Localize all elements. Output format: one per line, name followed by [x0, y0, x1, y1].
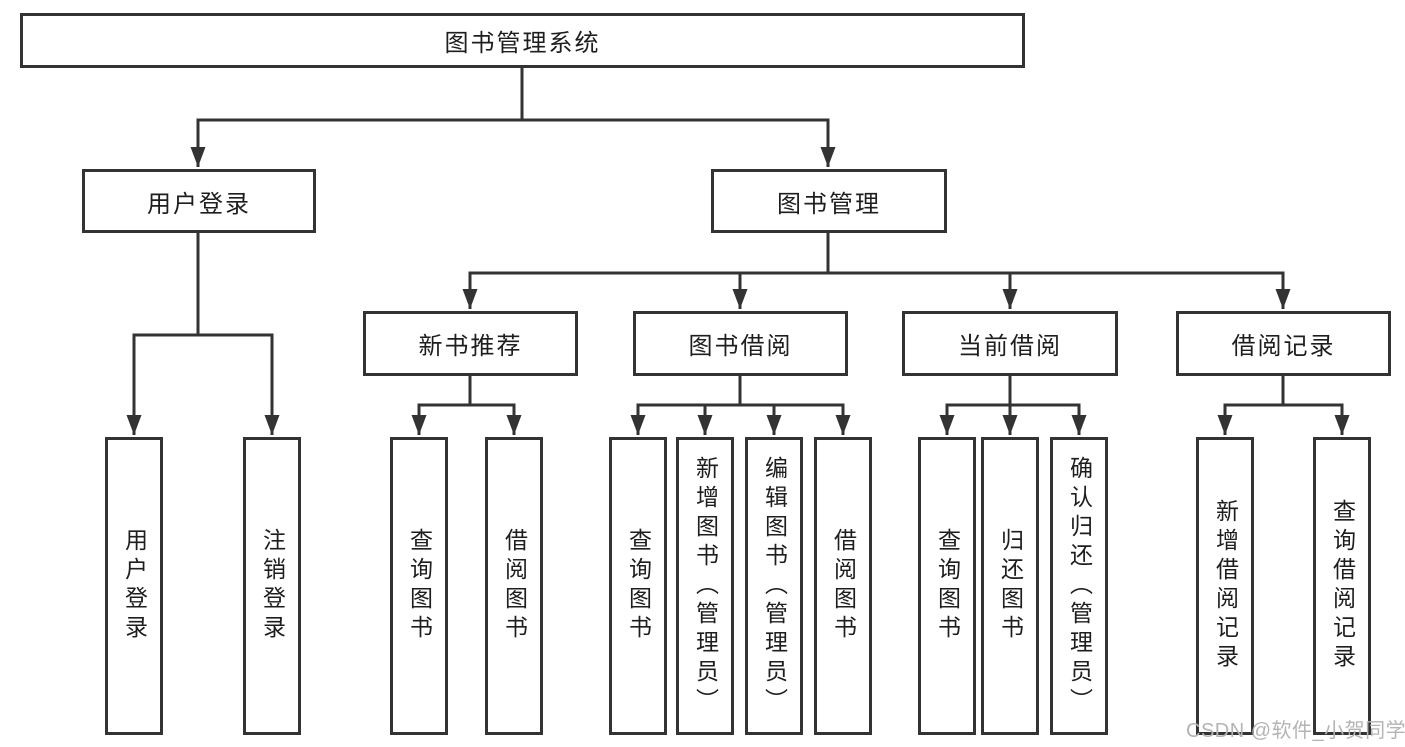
- leaf-confirm-return-admin: 确认归还（管理员）: [1050, 437, 1108, 735]
- leaf-borrow-books-2: 借阅图书: [814, 437, 872, 735]
- node-current-borrowing: 当前借阅: [902, 311, 1118, 376]
- leaf-query-books-1: 查询图书: [390, 437, 448, 735]
- leaf-label: 归还图书: [997, 528, 1024, 644]
- node-user-login: 用户登录: [82, 169, 316, 233]
- csdn-watermark: CSDN @软件_小贺同学: [1186, 720, 1405, 742]
- node-book-management: 图书管理: [711, 169, 947, 233]
- leaf-label: 查询图书: [406, 528, 433, 644]
- leaf-label: 查询图书: [625, 528, 652, 644]
- leaf-query-books-2: 查询图书: [609, 437, 667, 735]
- node-library-management-system: 图书管理系统: [20, 13, 1025, 68]
- node-borrowing-records: 借阅记录: [1176, 311, 1391, 376]
- leaf-label: 查询借阅记录: [1329, 499, 1356, 673]
- node-label: 图书管理: [777, 190, 881, 218]
- node-label: 用户登录: [147, 190, 251, 218]
- node-label: 图书借阅: [688, 333, 793, 360]
- leaf-label: 编辑图书（管理员）: [761, 455, 788, 717]
- leaf-label: 查询图书: [934, 528, 961, 644]
- leaf-logout: 注销登录: [243, 437, 301, 735]
- leaf-label: 新增借阅记录: [1212, 499, 1239, 673]
- leaf-borrow-books-1: 借阅图书: [485, 437, 543, 735]
- leaf-label: 新增图书（管理员）: [692, 455, 719, 717]
- leaf-query-books-3: 查询图书: [918, 437, 976, 735]
- leaf-user-login: 用户登录: [105, 437, 163, 735]
- leaf-query-borrow-record: 查询借阅记录: [1313, 437, 1371, 735]
- leaf-add-borrow-record: 新增借阅记录: [1196, 437, 1254, 735]
- node-new-book-recommend: 新书推荐: [363, 311, 578, 376]
- leaf-label: 借阅图书: [501, 528, 528, 644]
- leaf-label: 注销登录: [259, 528, 286, 644]
- node-label: 借阅记录: [1231, 333, 1336, 360]
- leaf-label: 用户登录: [121, 528, 148, 644]
- node-label: 图书管理系统: [444, 30, 601, 57]
- node-label: 新书推荐: [418, 333, 523, 360]
- node-book-borrowing: 图书借阅: [633, 311, 848, 376]
- node-label: 当前借阅: [958, 333, 1062, 360]
- leaf-label: 借阅图书: [830, 528, 857, 644]
- leaf-return-books: 归还图书: [981, 437, 1039, 735]
- leaf-label: 确认归还（管理员）: [1066, 455, 1093, 717]
- leaf-add-books-admin: 新增图书（管理员）: [676, 437, 734, 735]
- leaf-edit-books-admin: 编辑图书（管理员）: [745, 437, 803, 735]
